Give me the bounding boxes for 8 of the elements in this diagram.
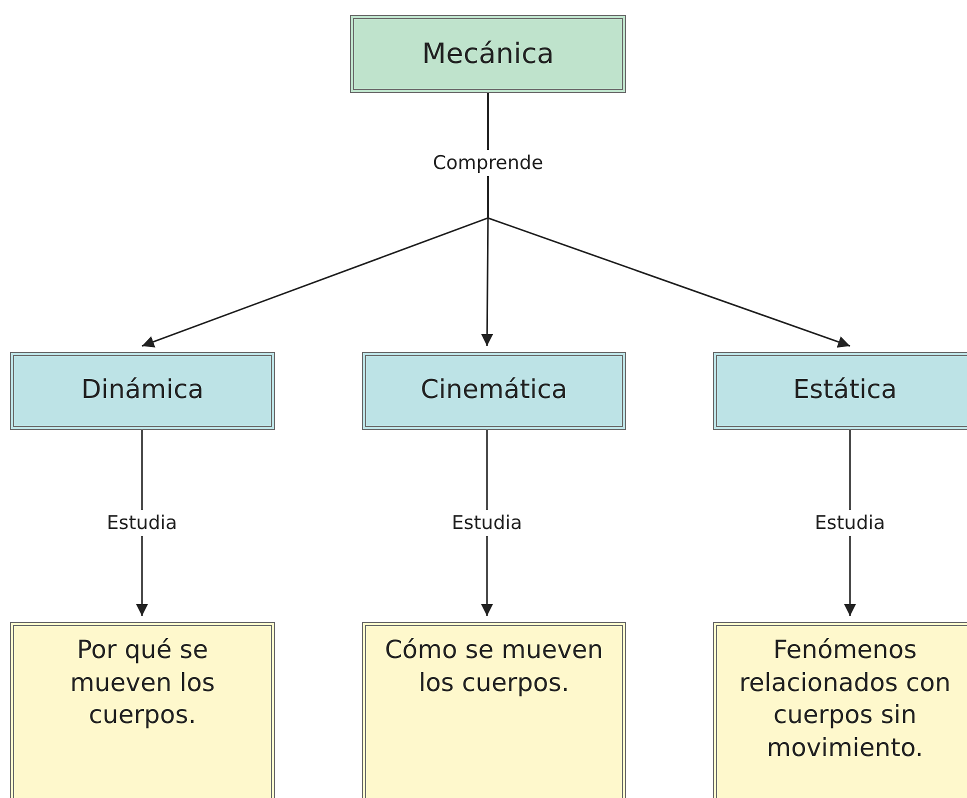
description-box: Por qué se mueven los cuerpos. <box>10 622 275 798</box>
topic-box: Estática <box>713 352 967 430</box>
description-box: Fenómenos relacionados con cuerpos sin movimiento. <box>713 622 967 798</box>
topic-box: Dinámica <box>10 352 275 430</box>
description-box: Cómo se mueven los cuerpos. <box>362 622 626 798</box>
topic-box: Cinemática <box>362 352 626 430</box>
topic-box: Mecánica <box>350 15 626 93</box>
arrow <box>487 93 850 348</box>
